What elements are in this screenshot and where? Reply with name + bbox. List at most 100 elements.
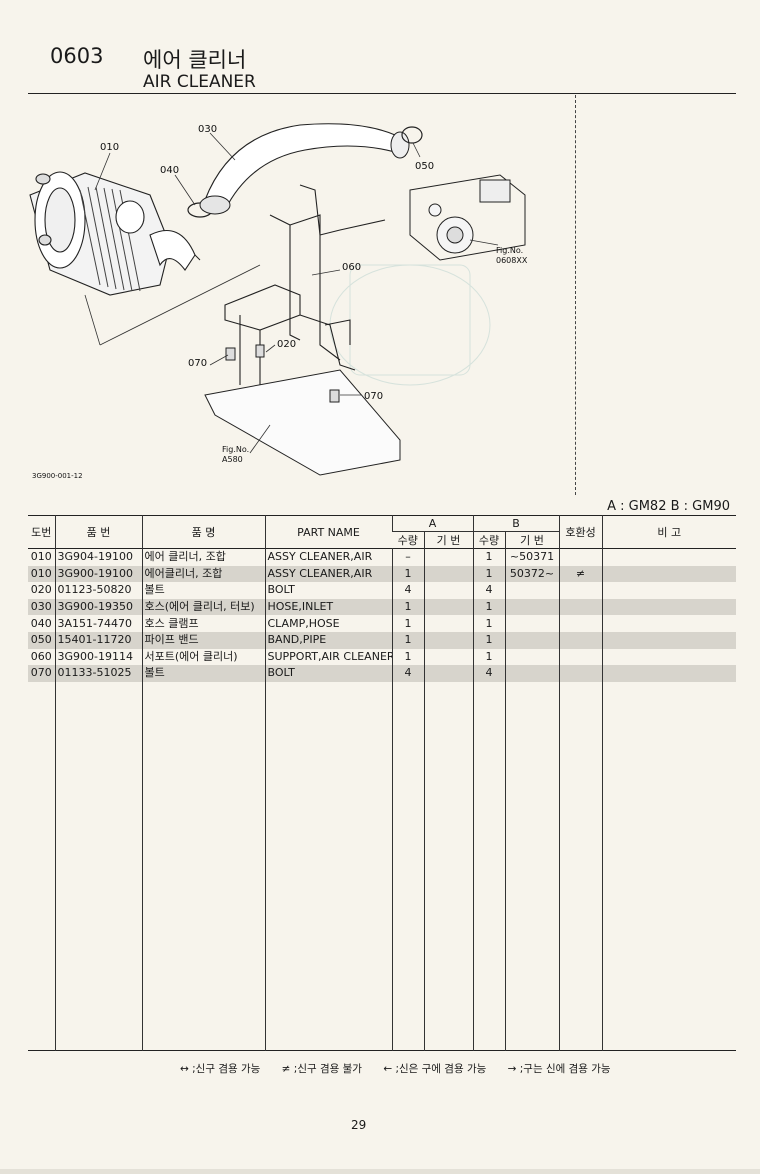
cell-serial-a	[423, 615, 473, 632]
cell-no: 070	[28, 665, 55, 682]
cell-part-name: BAND,PIPE	[264, 631, 392, 649]
cell-no: 010	[30, 550, 52, 564]
drawing-id: 3G900-001-12	[32, 472, 83, 480]
cell-serial-b	[504, 648, 560, 666]
cell-serial-b	[504, 582, 560, 599]
dashed-divider	[575, 95, 576, 495]
cell-compat	[558, 582, 603, 599]
cell-serial-b: ~50371	[504, 548, 560, 566]
cell-part-name: CLAMP,HOSE	[264, 615, 392, 632]
cell-name-kr: 볼트	[141, 582, 265, 599]
fig-ref-label-2: Fig.No.	[222, 445, 249, 454]
cell-serial-a	[423, 648, 473, 666]
col-header-serial-b: 기 번	[504, 531, 560, 549]
legend-item-old-to-new: → ;구는 신에 겸용 가능	[507, 1063, 611, 1075]
col-header-qty-a: 수량	[392, 531, 424, 549]
compatibility-legend: ↔ ;신구 겸용 가능 ≠ ;신구 겸용 불가 ← ;신은 구에 겸용 가능 →…	[180, 1061, 629, 1076]
cell-name-kr: 서포트(에어 클리너)	[141, 648, 265, 666]
cell-no: 030	[28, 598, 55, 616]
legend-item-new-to-old: ← ;신은 구에 겸용 가능	[383, 1063, 487, 1075]
callout-070-right: 070	[364, 391, 383, 402]
cell-qty-b: 1	[472, 548, 505, 566]
cell-serial-a	[423, 565, 473, 583]
cell-name-kr: 볼트	[141, 665, 265, 682]
cell-qty-a: 1	[391, 615, 424, 632]
cell-qty-b: 1	[472, 598, 505, 616]
cell-part-name: BOLT	[264, 582, 392, 599]
col-header-group-b: B	[472, 515, 560, 532]
cell-part-no: 01133-51025	[54, 665, 142, 682]
legend-item-incompatible: ≠ ;신구 겸용 불가	[281, 1063, 362, 1075]
cell-remarks	[601, 665, 737, 682]
show-through-drawing	[329, 264, 491, 386]
cell-part-name: ASSY CLEANER,AIR	[264, 548, 392, 566]
callout-040: 040	[160, 165, 179, 176]
fig-ref-number-2: A580	[222, 455, 243, 464]
cell-serial-a	[423, 548, 473, 566]
cell-no: 050	[28, 631, 55, 649]
cell-qty-b: 4	[472, 582, 505, 599]
cell-compat	[558, 631, 603, 649]
bolt-070-right	[329, 389, 340, 403]
col-header-name-kr: 품 명	[141, 515, 265, 549]
cell-qty-a: 4	[391, 665, 424, 682]
cell-qty-b: 1	[472, 565, 505, 583]
cell-no: 020	[30, 583, 52, 597]
cell-serial-b: 50372~	[504, 565, 560, 583]
cell-no: 040	[30, 616, 52, 630]
cell-part-name: BOLT	[264, 665, 392, 682]
fig-ref-number-1: 0608XX	[496, 256, 528, 265]
cell-remarks	[601, 582, 737, 599]
cell-serial-b	[504, 631, 560, 649]
cell-part-name: ASSY CLEANER,AIR	[264, 565, 392, 583]
cell-part-no: 3G900-19114	[54, 648, 142, 666]
cell-compat	[558, 548, 603, 566]
col-header-qty-b: 수량	[472, 531, 505, 549]
cell-serial-b	[504, 615, 560, 632]
cell-serial-b	[504, 598, 560, 616]
cell-compat	[558, 615, 603, 632]
bolt-070-left	[225, 347, 236, 361]
leader-lines	[84, 132, 499, 454]
cell-part-no: 01123-50820	[54, 582, 142, 599]
cell-part-no: 15401-11720	[54, 631, 142, 649]
cell-part-name: HOSE,INLET	[264, 598, 392, 616]
legend-item-compatible: ↔ ;신구 겸용 가능	[180, 1063, 261, 1075]
header-rule	[28, 93, 736, 94]
cell-name-kr: 파이프 밴드	[141, 631, 265, 649]
inlet-hose	[204, 123, 407, 211]
cell-serial-a	[423, 582, 473, 599]
cell-part-no: 3G900-19350	[54, 598, 142, 616]
section-code: 0603	[50, 44, 104, 68]
cell-serial-a	[423, 631, 473, 649]
section-title-korean: 에어 클리너	[143, 48, 247, 72]
cell-no: 010	[28, 565, 55, 583]
cell-serial-a	[423, 665, 473, 682]
cell-remarks	[601, 631, 737, 649]
pipe-band	[401, 126, 423, 144]
cell-part-no: 3G904-19100	[54, 548, 142, 566]
col-header-remarks: 비 고	[601, 515, 737, 549]
col-header-no: 도번	[31, 526, 52, 539]
cell-serial-b	[504, 665, 560, 682]
col-header-part-name: PART NAME	[264, 515, 392, 549]
support-bracket	[224, 184, 386, 395]
cell-name-kr: 에어 클리너, 조합	[141, 548, 265, 566]
cell-part-name: SUPPORT,AIR CLEANER	[264, 648, 392, 666]
air-cleaner-assembly	[29, 171, 171, 296]
cell-remarks	[601, 598, 737, 616]
cell-qty-b: 1	[472, 648, 505, 666]
cell-remarks	[601, 648, 737, 666]
cell-qty-a: 1	[391, 565, 424, 583]
exploded-parts-diagram: 010 040 030 050 060 020 070 070 Fig.No. …	[29, 123, 528, 480]
cell-qty-a: 4	[391, 582, 424, 599]
cell-qty-b: 1	[472, 615, 505, 632]
cell-remarks	[601, 548, 737, 566]
base-plate	[204, 369, 401, 476]
callout-010: 010	[100, 142, 119, 153]
